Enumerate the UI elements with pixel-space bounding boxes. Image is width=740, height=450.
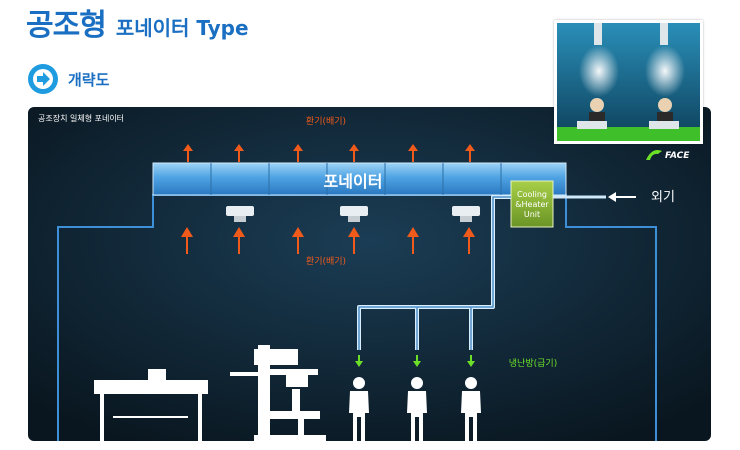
outside-air-label: 외기: [651, 190, 675, 205]
page-title: 공조형 포네이터 Type: [26, 0, 249, 43]
duct-dividers: [210, 163, 502, 195]
unit-label-line1: Cooling: [517, 190, 547, 199]
milling-machine-icon: [230, 345, 326, 441]
fognator-duct: [152, 162, 567, 196]
cnc-router-machine-icon: [94, 369, 208, 441]
cooling-heater-unit: [510, 180, 554, 228]
page-title-main: 공조형: [26, 8, 107, 43]
arrow-right-icon: [28, 64, 58, 94]
duct-label: 포네이터: [324, 172, 383, 191]
nozzle-icon: [226, 206, 254, 222]
outside-air-arrow: [608, 192, 636, 202]
exhaust-label-bottom: 환기(배기): [306, 255, 346, 267]
fog-nozzle-photo: [554, 20, 703, 144]
supply-label: 냉난방(급기): [509, 358, 557, 369]
face-logo: FACE: [646, 150, 690, 161]
exhaust-label-top: 환기(배기): [306, 115, 346, 127]
supply-arrows: [355, 355, 475, 367]
section-title: 개략도: [68, 70, 110, 89]
unit-label-line3: Unit: [524, 210, 540, 219]
page-title-sub: 포네이터 Type: [115, 16, 249, 40]
brand-label: FACE: [665, 151, 690, 161]
person-icon: [461, 377, 481, 441]
person-icon: [407, 377, 427, 441]
diagram-caption: 공조장치 일체형 포네이터: [38, 113, 124, 123]
person-icon: [349, 377, 369, 441]
unit-label-line2: &Heater: [515, 200, 549, 209]
schematic-diagram: 포네이터 Cooling &Heater Unit 외기: [28, 107, 711, 441]
exhaust-arrows-bottom: [181, 227, 475, 254]
nozzle-icon: [452, 206, 480, 222]
section-header: 개략도: [28, 64, 109, 94]
exhaust-arrows-top: [183, 144, 475, 162]
nozzle-icon: [340, 206, 368, 222]
